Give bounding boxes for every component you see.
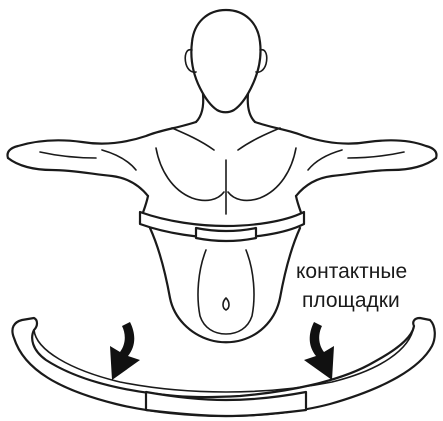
left-pectoral <box>156 148 224 200</box>
right-clavicle <box>238 128 280 150</box>
pointer-arrows <box>110 322 334 380</box>
contact-pads-label-line1: контактные <box>296 258 407 285</box>
lower-torso-outline <box>150 228 300 342</box>
right-arm-upper <box>255 122 437 158</box>
left-clavicle <box>172 128 214 150</box>
left-arrow-icon <box>110 322 140 380</box>
contact-pads-label-line2: площадки <box>302 287 400 314</box>
neck-right <box>248 94 255 122</box>
chest-strap <box>12 318 434 416</box>
right-pectoral <box>228 148 296 200</box>
left-arm-detail-2 <box>102 150 136 170</box>
right-arm-lower <box>296 158 436 196</box>
right-arrow-icon <box>304 322 334 380</box>
left-arm-detail-1 <box>40 152 96 158</box>
left-arm-lower <box>8 158 148 196</box>
abdomen-outline <box>198 250 254 334</box>
strap-on-body <box>140 212 304 241</box>
strap-on-body-module <box>196 228 256 241</box>
head-outline <box>191 10 260 112</box>
right-arm-detail-2 <box>308 150 342 170</box>
navel <box>223 298 229 310</box>
neck-left <box>196 94 203 122</box>
left-arm-upper <box>7 122 196 158</box>
right-arm-detail-1 <box>348 152 404 158</box>
